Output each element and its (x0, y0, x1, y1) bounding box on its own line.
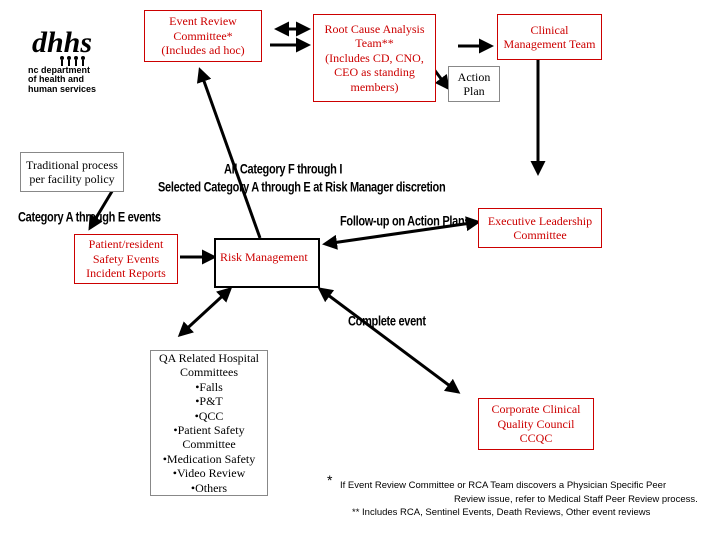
clinical-line-1: Clinical (530, 22, 569, 37)
traditional-line-1: Traditional process (26, 157, 118, 172)
patient-line-2: Safety Events (92, 251, 160, 266)
label-selected-category: Selected Category A through E at Risk Ma… (158, 180, 446, 195)
footnote-star: * (327, 472, 333, 488)
event-review-line-3: (Includes ad hoc) (161, 43, 245, 58)
arrow-risk-to-corporate (317, 287, 461, 394)
qa-related-committees-box: QA Related Hospital Committees •Falls •P… (150, 350, 268, 496)
rca-line-3: (Includes CD, CNO, (325, 50, 424, 65)
footnote-line-1: If Event Review Committee or RCA Team di… (340, 480, 667, 491)
rca-line-4: CEO as standing (334, 65, 415, 80)
event-review-line-2: Committee* (173, 28, 233, 43)
qa-line-1: QA Related Hospital (159, 351, 259, 366)
root-cause-analysis-box: Root Cause Analysis Team** (Includes CD,… (313, 14, 436, 102)
label-category-a-e: Category A through E events (18, 210, 161, 225)
event-review-line-1: Event Review (169, 14, 237, 29)
executive-line-1: Executive Leadership (487, 213, 593, 228)
qa-line-6: •Patient Safety (173, 423, 245, 437)
patient-resident-safety-box: Patient/resident Safety Events Incident … (74, 234, 178, 284)
corporate-line-3: CCQC (519, 431, 553, 446)
clinical-line-2: Management Team (503, 37, 596, 51)
logo-line-2: of health and (28, 74, 84, 85)
qa-line-5: •QCC (194, 408, 224, 423)
arrow-risk-to-review (196, 67, 262, 239)
risk-management-label: Risk Management (220, 250, 308, 264)
corporate-line-1: Corporate Clinical (491, 402, 581, 417)
label-all-category: All Category F through I (224, 162, 343, 177)
corporate-clinical-quality-box: Corporate Clinical Quality Council CCQC (478, 398, 594, 450)
patient-line-1: Patient/resident (88, 237, 164, 252)
qa-line-8: •Medication Safety (162, 451, 256, 466)
traditional-line-2: per facility policy (29, 172, 115, 186)
clinical-management-team-box: Clinical Management Team (497, 14, 602, 60)
rca-line-1: Root Cause Analysis (324, 22, 425, 37)
logo-line-1: nc department (28, 65, 91, 75)
rca-line-2: Team** (355, 36, 394, 51)
svg-text:dhhs: dhhs (32, 26, 92, 59)
qa-line-9: •Video Review (172, 466, 246, 481)
executive-line-2: Committee (513, 228, 567, 242)
rca-line-5: members) (350, 79, 399, 94)
corporate-line-2: Quality Council (497, 416, 575, 431)
arrow-risk-to-qa (177, 286, 233, 338)
qa-line-2: Committees (180, 365, 238, 380)
qa-line-10: •Others (190, 480, 228, 495)
dhhs-logo-mark-icon: dhhs (32, 26, 92, 66)
action-plan-line-2: Plan (463, 84, 485, 98)
action-plan-line-1: Action (457, 69, 491, 84)
logo-line-3: human services (28, 83, 97, 94)
logo-text: nc department of health and human servic… (28, 65, 97, 94)
patient-line-3: Incident Reports (86, 266, 166, 281)
qa-line-4: •P&T (195, 394, 223, 409)
footnote-line-2: Review issue, refer to Medical Staff Pee… (454, 494, 698, 505)
label-follow-up: Follow-up on Action Plans (340, 214, 471, 229)
arrow-risk-to-exec (322, 216, 481, 250)
footnote-line-3: ** Includes RCA, Sentinel Events, Death … (352, 507, 651, 518)
traditional-process-box: Traditional process per facility policy (20, 152, 124, 192)
label-complete-event: Complete event (348, 314, 426, 329)
qa-line-3: •Falls (195, 379, 223, 394)
event-review-committee-box: Event Review Committee* (Includes ad hoc… (144, 10, 262, 62)
executive-leadership-box: Executive Leadership Committee (478, 208, 602, 248)
risk-management-box: Risk Management (214, 238, 320, 288)
action-plan-box: Action Plan (448, 66, 500, 102)
qa-line-7: Committee (182, 437, 236, 452)
